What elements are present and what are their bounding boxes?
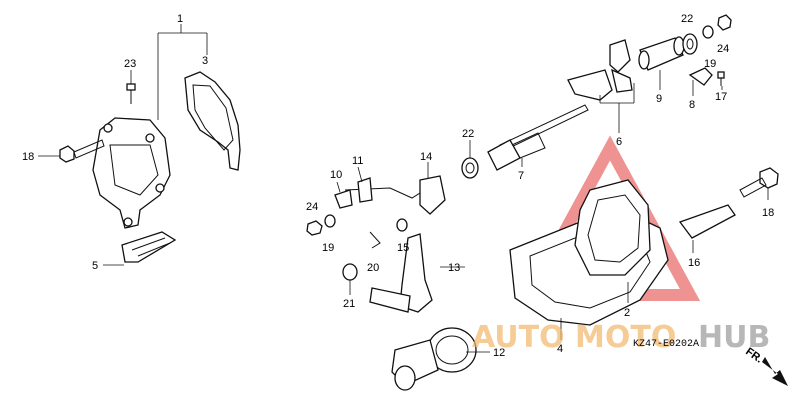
gear-12 <box>391 327 477 391</box>
washer-15 <box>396 218 408 232</box>
linkage <box>334 175 446 215</box>
collar-9 <box>638 36 685 71</box>
callout-11: 11 <box>352 155 363 167</box>
nut-24-mid <box>306 220 323 236</box>
nut-24-upper <box>717 14 732 31</box>
callout-18-left: 18 <box>22 151 34 163</box>
arm-13 <box>369 233 433 313</box>
callout-19-mid: 19 <box>322 242 334 254</box>
clip-8 <box>688 67 713 86</box>
shaft-7 <box>487 104 589 171</box>
bolt-23 <box>126 83 136 104</box>
callout-24-upper: 24 <box>717 43 729 55</box>
diagram-code: KZ47-E0202A <box>633 339 699 350</box>
watermark-text: AUTO MOTO HUB <box>472 320 770 355</box>
seal-22-upper <box>682 33 698 55</box>
pad-5 <box>121 231 177 263</box>
callout-18-right: 18 <box>762 207 774 219</box>
callout-1: 1 <box>177 13 183 25</box>
callout-16: 16 <box>688 257 700 269</box>
callout-2: 2 <box>624 307 630 319</box>
callout-3: 3 <box>202 55 208 67</box>
cover-4 <box>574 179 651 276</box>
washer-19-mid <box>324 214 336 228</box>
callout-7: 7 <box>518 170 524 182</box>
svg-text:AUTO: AUTO <box>472 320 565 355</box>
callout-15: 15 <box>397 242 409 254</box>
callout-24-mid: 24 <box>306 201 318 213</box>
callout-4: 4 <box>557 343 563 355</box>
spindle-6 <box>567 39 633 101</box>
callout-23: 23 <box>124 58 136 70</box>
leader-lines <box>38 24 769 353</box>
callout-14: 14 <box>420 151 432 163</box>
callout-5: 5 <box>92 260 98 272</box>
washer-19-upper <box>702 25 714 39</box>
bolt-18-left <box>59 139 105 163</box>
seal-22-lower <box>461 157 479 179</box>
callout-numbers: 1 3 23 18 5 22 24 19 17 9 8 6 22 7 11 10… <box>22 13 774 359</box>
callout-6: 6 <box>616 136 622 148</box>
gasket-3 <box>184 71 241 171</box>
pin-20 <box>369 231 381 249</box>
svg-text:HUB: HUB <box>698 320 770 355</box>
callout-19-upper: 19 <box>704 58 716 70</box>
svg-text:MOTO: MOTO <box>575 320 676 355</box>
callout-21: 21 <box>343 298 355 310</box>
callout-17: 17 <box>715 91 727 103</box>
bracket-16 <box>678 204 736 239</box>
bolt-18-right <box>739 167 779 198</box>
callout-12: 12 <box>493 347 505 359</box>
seal-21 <box>342 263 358 281</box>
callout-20: 20 <box>367 262 379 274</box>
callout-10: 10 <box>330 169 342 181</box>
bolt-17 <box>717 71 725 86</box>
callout-8: 8 <box>689 99 695 111</box>
callout-13: 13 <box>448 262 460 274</box>
callout-9: 9 <box>656 93 662 105</box>
cover-assembly <box>92 117 171 229</box>
callout-22-upper: 22 <box>681 13 693 25</box>
callout-22-lower: 22 <box>462 128 474 140</box>
